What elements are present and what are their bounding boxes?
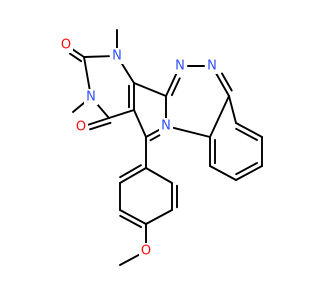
atom-label-n-pyrrole: N [161, 119, 171, 134]
atom-label-background [159, 118, 173, 134]
atom-label-o-lower: O [76, 120, 86, 135]
bond-n_azo_2-c_c6 [214, 72, 230, 97]
bond-c_p3-c_p4-second-line [119, 214, 142, 228]
bond-c_carb1-n_top [83, 55, 110, 58]
bond-c_c9-n_azo_1-second-line [170, 77, 181, 97]
bond-c_p1-c_p2-second-line [119, 164, 142, 179]
atom-label-background [139, 243, 153, 259]
bond-c_p1-c_p2 [119, 167, 147, 184]
bond-n_azo_2-c_c6-second-line [221, 72, 233, 92]
bond-c_c4a-c_c5 [133, 109, 147, 138]
atom-label-background [110, 48, 124, 64]
bond-c_carb2-o_lower-second-line [89, 121, 112, 131]
atom-label-n-top: N [112, 49, 122, 64]
bond-o_upper-c_carb1-second-line [68, 52, 83, 63]
bond-o_upper-c_carb1 [71, 48, 85, 58]
atom-label-background [84, 89, 98, 105]
atom-label-background [173, 58, 187, 74]
bond-c_c5-n_pyrrole-second-line [149, 134, 161, 142]
atom-label-n-left: N [86, 90, 96, 105]
bond-o_methoxy-me_ome [119, 253, 140, 266]
bond-c_c6-c_c11 [209, 95, 230, 138]
bond-c_p6-c_p1 [145, 167, 173, 184]
bond-n_top-c_c8a [120, 61, 135, 84]
bond-c_carb1-n_left [83, 56, 91, 91]
atom-label-background [59, 37, 73, 53]
bond-c_c9-n_azo_1 [165, 72, 178, 97]
bond-c_c12-c_c13 [209, 165, 237, 181]
bond-c_c11-n_pyrrole [172, 126, 211, 138]
bond-n_left-c_carb2 [95, 102, 110, 119]
bond-c_c5-n_pyrrole [145, 128, 160, 138]
bond-c_p4-c_p5 [145, 209, 173, 225]
atom-label-o-upper: O [61, 38, 71, 53]
atom-label-n-azo-2: N [207, 59, 217, 74]
atom-label-background [205, 58, 219, 74]
bond-n_left-me_left [72, 101, 86, 113]
bond-c_carb2-c_c4a [108, 109, 135, 119]
bond-c_c6-c_c16 [228, 95, 237, 124]
atom-label-background [74, 119, 88, 135]
bond-c_carb2-o_lower [87, 117, 110, 126]
bond-c_c13-c_c14 [235, 165, 263, 181]
bond-c_p3-c_p4 [119, 209, 147, 225]
bond-c_c9-c_c8a [133, 82, 167, 97]
bond-c_c13-c_c14-second-line [235, 162, 258, 176]
bond-c_c15-c_c16 [235, 122, 263, 138]
atom-label-o-methoxy: O [141, 244, 151, 259]
atom-label-n-azo-1: N [175, 59, 185, 74]
bond-c_c15-c_c16-second-line [235, 127, 258, 141]
bond-lines [68, 29, 263, 266]
